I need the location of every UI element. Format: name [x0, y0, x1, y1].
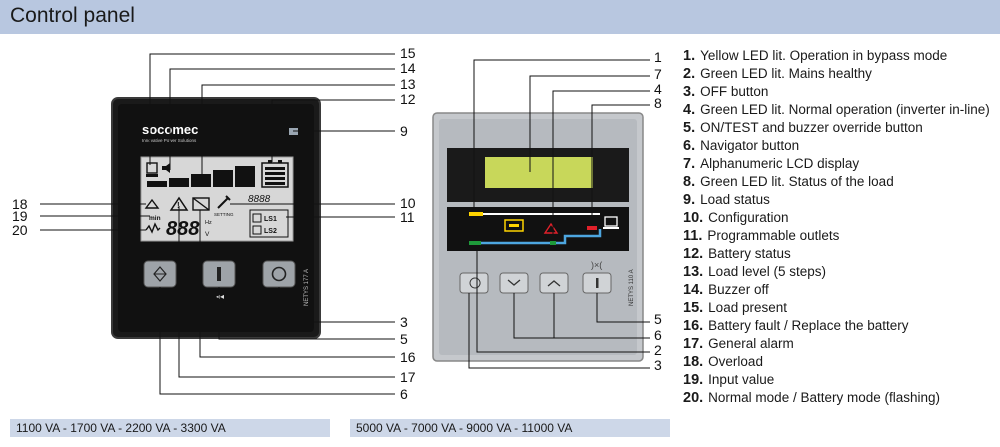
legend-item: 11.Programmable outlets [683, 228, 840, 244]
setting-label: SETTING [214, 212, 234, 217]
callout-16: 16 [400, 349, 416, 365]
legend-item: 10.Configuration [683, 210, 789, 226]
legend-item: 2.Green LED lit. Mains healthy [683, 66, 872, 82]
right-leader-lines [468, 59, 650, 369]
callout-r2: 2 [654, 342, 662, 358]
legend-item: 8.Green LED lit. Status of the load [683, 174, 894, 190]
navigator-up-button[interactable] [539, 272, 569, 294]
battery-fault-icon [192, 197, 210, 211]
alarm-icon [543, 222, 559, 234]
mains-led [469, 241, 481, 245]
left-control-panel-diagram: socomec Innovative Power Solutions ! SET… [12, 45, 416, 402]
callout-12: 12 [400, 91, 416, 107]
callout-9: 9 [400, 123, 408, 139]
right-control-panel-diagram: )×( NETYS 110 A 1 7 4 8 5 6 2 3 [432, 49, 662, 370]
callout-19: 19 [12, 208, 28, 224]
callout-r8: 8 [654, 95, 662, 111]
callout-r4: 4 [654, 81, 662, 97]
legend-item: 20.Normal mode / Battery mode (flashing) [683, 390, 941, 406]
buzzer-symbol: )×( [591, 260, 602, 270]
overload-icon [144, 198, 160, 209]
navigator-down-button[interactable] [499, 272, 529, 294]
callout-5: 5 [400, 331, 408, 347]
battery-icon [504, 219, 524, 232]
buzzer-override-mark: ◂◂ [216, 292, 224, 301]
navigator-button[interactable] [143, 260, 177, 288]
load-present-icon [146, 162, 158, 174]
legend-item: 19.Input value [683, 372, 775, 388]
callout-13: 13 [400, 76, 416, 92]
svg-text:!: ! [177, 201, 180, 210]
off-button-right[interactable] [459, 272, 489, 294]
legend-item: 1.Yellow LED lit. Operation in bypass mo… [683, 48, 948, 64]
callout-11: 11 [400, 209, 415, 225]
left-model-label: NETYS 177 A [304, 269, 310, 306]
normal-battery-mode-icon [145, 222, 161, 234]
callout-r6: 6 [654, 327, 662, 343]
right-model-label: NETYS 110 A [629, 269, 635, 306]
load-status-led-right [587, 226, 597, 230]
legend-item: 9.Load status [683, 192, 770, 208]
on-test-button-right[interactable] [582, 272, 612, 294]
input-value-digits: 888 [166, 218, 200, 240]
left-leader-lines [40, 53, 395, 395]
legend-item: 16.Battery fault / Replace the battery [683, 318, 909, 334]
header-bar [0, 0, 1000, 34]
callout-20: 20 [12, 222, 28, 238]
callout-r5: 5 [654, 311, 662, 327]
caption-left: 1100 VA - 1700 VA - 2200 VA - 3300 VA [10, 419, 330, 437]
legend-item: 17.General alarm [683, 336, 794, 352]
legend-item: 12.Battery status [683, 246, 791, 262]
callout-15: 15 [400, 45, 416, 61]
left-callout-numbers: 15 14 13 12 9 18 19 20 10 11 3 5 16 17 6 [12, 45, 416, 402]
legend-item: 5.ON/TEST and buzzer override button [683, 120, 923, 136]
outlet-ls2-label: LS2 [264, 228, 277, 235]
callout-r3: 3 [654, 357, 662, 370]
unit-v: V [205, 231, 210, 238]
configuration-icon [217, 195, 231, 209]
on-test-button[interactable] [202, 260, 236, 288]
right-callout-numbers: 1 7 4 8 5 6 2 3 [654, 49, 662, 370]
legend-list: 1.Yellow LED lit. Operation in bypass mo… [683, 47, 998, 407]
load-level-bars [147, 166, 255, 187]
caption-right: 5000 VA - 7000 VA - 9000 VA - 11000 VA [350, 419, 670, 437]
legend-item: 7.Alphanumeric LCD display [683, 156, 860, 172]
page-title: Control panel [10, 4, 135, 27]
legend-item: 4.Green LED lit. Normal operation (inver… [683, 102, 990, 118]
outlets-box [249, 209, 289, 238]
callout-10: 10 [400, 195, 416, 211]
legend-item: 3.OFF button [683, 84, 769, 100]
callout-17: 17 [400, 369, 416, 385]
callout-14: 14 [400, 60, 416, 76]
legend-item: 13.Load level (5 steps) [683, 264, 826, 280]
outlet-ls1-label: LS1 [264, 216, 277, 223]
legend-item: 18.Overload [683, 354, 763, 370]
bypass-led [469, 212, 483, 216]
buzzer-off-icon [162, 163, 170, 173]
percent-digits: 8888 [248, 194, 271, 205]
legend-item: 6.Navigator button [683, 138, 800, 154]
off-button[interactable] [262, 260, 296, 288]
inverter-led [550, 241, 556, 245]
callout-r1: 1 [654, 49, 662, 65]
callout-18: 18 [12, 196, 28, 212]
min-label: min [149, 215, 161, 222]
callout-3: 3 [400, 314, 408, 330]
legend-item: 15.Load present [683, 300, 787, 316]
callout-r7: 7 [654, 66, 662, 82]
unit-hz: Hz [205, 220, 212, 226]
alphanumeric-lcd [485, 157, 593, 188]
battery-status-icon [261, 160, 289, 188]
load-icon [603, 216, 619, 229]
legend-item: 14.Buzzer off [683, 282, 769, 298]
callout-6: 6 [400, 386, 408, 402]
